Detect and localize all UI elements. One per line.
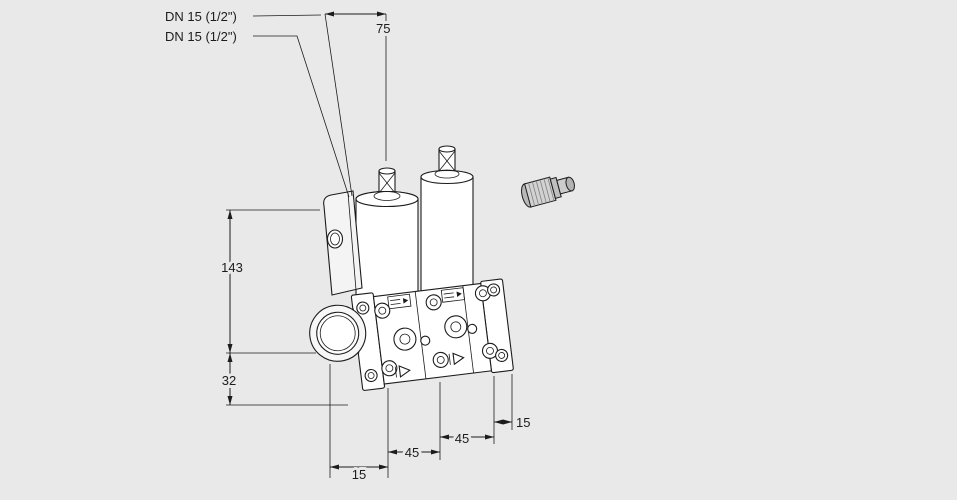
solenoid-right-stem xyxy=(438,145,456,174)
nameplate-right xyxy=(440,287,465,303)
body-bolts xyxy=(356,283,509,383)
flow-direction-marks xyxy=(394,352,465,378)
cable-gland xyxy=(521,176,575,208)
nameplate-left xyxy=(387,293,412,310)
valve-assembly xyxy=(309,145,514,391)
bracket-hole xyxy=(326,229,344,249)
dim-label-bottom-offset-left: 15 xyxy=(352,467,366,482)
adjuster-screws xyxy=(393,315,478,351)
dn-leader-lines xyxy=(252,14,350,198)
dimension-top-width xyxy=(324,11,387,197)
port-size-label-top: DN 15 (1/2") xyxy=(165,9,237,24)
dimension-annotations: 75 143 32 15 45 45 15 xyxy=(218,11,533,485)
solenoid-left-stem xyxy=(378,167,396,196)
dim-label-left-lower: 32 xyxy=(222,373,236,388)
dimension-bottom-widths xyxy=(329,364,513,478)
dim-label-bottom-span-left: 45 xyxy=(405,445,419,460)
solenoid-left-cap xyxy=(355,190,419,208)
dim-label-top-width: 75 xyxy=(376,21,390,36)
port-size-label-bottom: DN 15 (1/2") xyxy=(165,29,237,44)
valve-body xyxy=(309,278,514,391)
dim-label-bottom-span-right: 45 xyxy=(455,431,469,446)
mounting-bracket xyxy=(323,190,363,296)
dim-label-left-height: 143 xyxy=(221,260,243,275)
dim-label-bottom-offset-right: 15 xyxy=(516,415,530,430)
solenoid-right-cap xyxy=(420,169,474,185)
dimension-left-heights xyxy=(226,209,348,406)
threaded-port xyxy=(309,304,367,362)
solenoid-left xyxy=(355,167,419,301)
solenoid-right xyxy=(420,145,474,301)
